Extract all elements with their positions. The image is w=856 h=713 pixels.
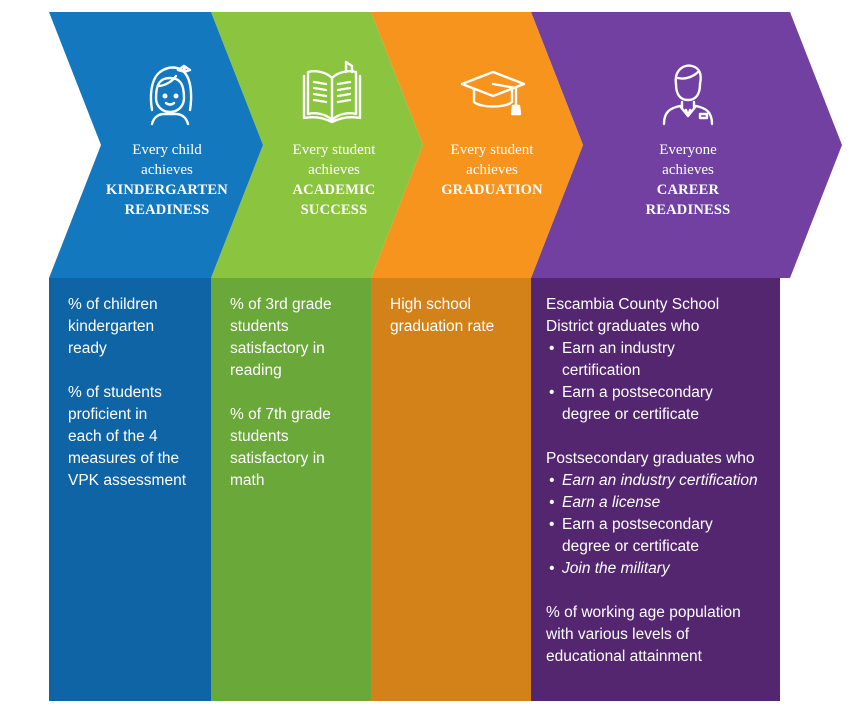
measure-text: % of 3rd grade students satisfactory in …	[230, 294, 368, 382]
text-line: each of the 4	[68, 428, 158, 445]
text-line: Earn a postsecondary	[562, 516, 713, 533]
stage-label-career: Everyone achieves CAREER READINESS	[608, 140, 768, 220]
text-line: with various levels of	[546, 626, 690, 643]
stage-line1: Everyone	[659, 142, 717, 158]
text-line: satisfactory in	[230, 340, 325, 357]
chevron-kindergarten	[49, 12, 263, 278]
stage-bold1: KINDERGARTEN	[106, 182, 228, 198]
text-line: District graduates who	[546, 318, 700, 335]
stage-bold2: READINESS	[124, 202, 210, 218]
measure-intro: Postsecondary graduates who	[546, 450, 755, 467]
stage-line1: Every student	[450, 142, 534, 158]
measure-text: % of 7th grade students satisfactory in …	[230, 404, 368, 492]
list-item: Earn a postsecondary degree or certificat…	[546, 514, 776, 558]
stage-line2: achieves	[662, 162, 714, 178]
column-academic: % of 3rd grade students satisfactory in …	[230, 294, 368, 514]
list-item: Earn a postsecondary degree or certificat…	[546, 382, 776, 426]
text-line: % of children	[68, 296, 158, 313]
text-line: educational attainment	[546, 648, 702, 665]
stage-bold1: GRADUATION	[441, 182, 543, 198]
list-item: Earn an industry certification	[546, 338, 776, 382]
bullet-list: Earn an industry certification Earn a li…	[546, 470, 776, 580]
graduation-cap-icon	[460, 70, 526, 116]
girl-face-icon	[149, 64, 193, 126]
chevron-graduation	[371, 12, 583, 278]
list-item: Earn an industry certification	[546, 470, 776, 492]
stage-line2: achieves	[141, 162, 193, 178]
stage-label-graduation: Every student achieves GRADUATION	[412, 140, 572, 200]
text-line: VPK assessment	[68, 472, 187, 489]
bullet-list: Earn an industry certification Earn a pos…	[546, 338, 776, 426]
text-line: Earn a postsecondary	[562, 384, 713, 401]
measure-text: % of working age population with various…	[546, 602, 776, 668]
stage-bold1: CAREER	[656, 182, 720, 198]
stage-line1: Every student	[292, 142, 376, 158]
chevron-career	[531, 12, 842, 278]
text-line: satisfactory in	[230, 450, 325, 467]
text-line: degree or certificate	[562, 538, 699, 555]
chevron-academic	[211, 12, 423, 278]
man-in-suit-icon	[662, 64, 714, 126]
column-graduation: High school graduation rate	[390, 294, 528, 360]
stage-bold2: READINESS	[645, 202, 731, 218]
text-line: proficient in	[68, 406, 148, 423]
text-line: Earn an industry	[562, 340, 675, 357]
text-line: % of students	[68, 384, 162, 401]
list-item: Earn a license	[546, 492, 776, 514]
column-career: Escambia County School District graduate…	[546, 294, 776, 690]
text-line: reading	[230, 362, 282, 379]
column-bg-academic	[211, 278, 371, 701]
column-bg-kindergarten	[49, 278, 211, 701]
open-book-icon	[302, 60, 362, 124]
text-line: measures of the	[68, 450, 180, 467]
column-bg-graduation	[371, 278, 531, 701]
stage-line2: achieves	[466, 162, 518, 178]
stage-bold2: SUCCESS	[300, 202, 368, 218]
stage-bold1: ACADEMIC	[292, 182, 376, 198]
text-line: % of 3rd grade	[230, 296, 332, 313]
measure-text: % of children kindergarten ready	[68, 294, 208, 360]
text-line: ready	[68, 340, 107, 357]
text-line: students	[230, 428, 289, 445]
text-line: graduation rate	[390, 318, 495, 335]
text-line: High school	[390, 296, 471, 313]
column-kindergarten: % of children kindergarten ready % of st…	[68, 294, 208, 514]
stage-label-academic: Every student achieves ACADEMIC SUCCESS	[254, 140, 414, 220]
text-line: % of working age population	[546, 604, 741, 621]
stage-label-kindergarten: Every child achieves KINDERGARTEN READIN…	[87, 140, 247, 220]
stage-line2: achieves	[308, 162, 360, 178]
text-line: % of 7th grade	[230, 406, 331, 423]
text-line: math	[230, 472, 265, 489]
text-line: Escambia County School	[546, 296, 720, 313]
text-line: degree or certificate	[562, 406, 699, 423]
measure-intro: Escambia County School District graduate…	[546, 294, 776, 338]
measure-text: High school graduation rate	[390, 294, 528, 338]
list-item: Join the military	[546, 558, 776, 580]
text-line: kindergarten	[68, 318, 155, 335]
text-line: certification	[562, 362, 641, 379]
text-line: students	[230, 318, 289, 335]
measure-text: % of students proficient in each of the …	[68, 382, 208, 492]
stage-line1: Every child	[132, 142, 202, 158]
